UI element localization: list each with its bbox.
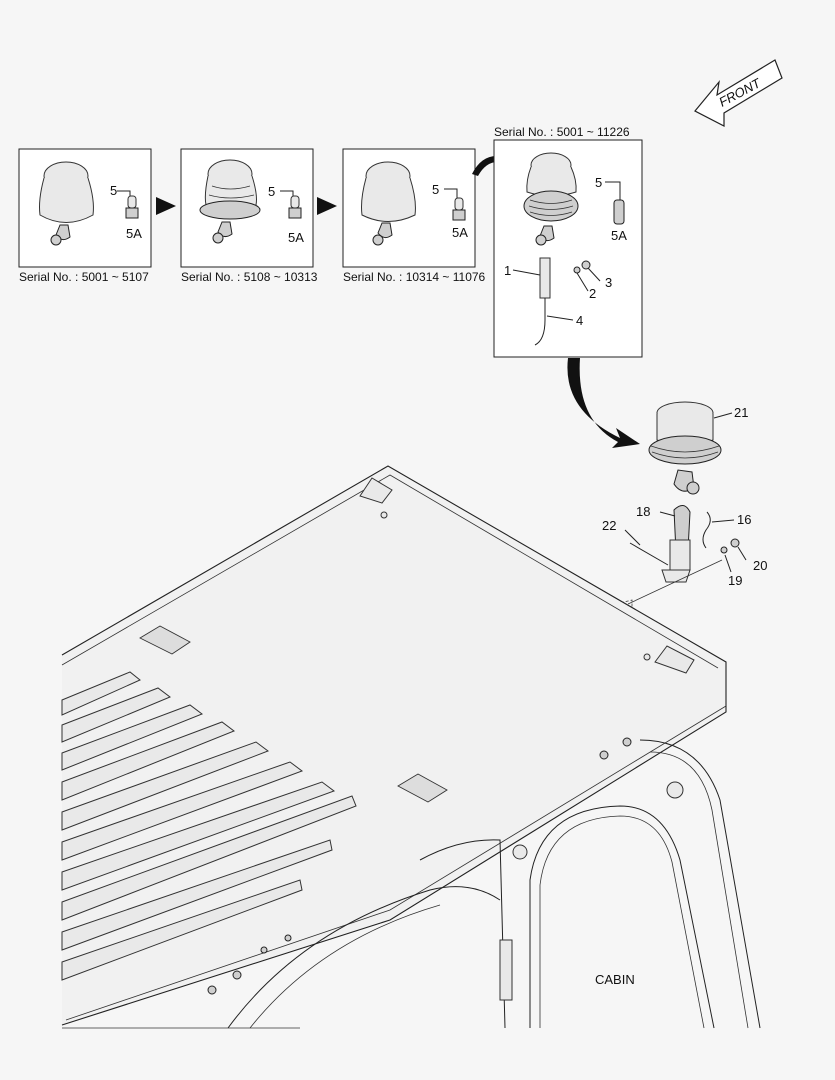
callout-5a: 5A	[452, 225, 468, 240]
cabin-frame	[62, 739, 761, 1029]
washer-icon	[720, 546, 728, 554]
callout-16: 16	[737, 512, 751, 527]
panel-1: 5 5A Serial No. : 5001 ~ 5107	[18, 148, 152, 284]
main-beacon-assembly	[629, 401, 740, 583]
bulb-icon-3	[444, 188, 466, 221]
callout-5a: 5A	[288, 230, 304, 245]
callout-5a: 5A	[611, 228, 627, 243]
cabin-label: CABIN	[595, 972, 635, 987]
callout-20: 20	[753, 558, 767, 573]
panel-2: 5 5A Serial No. : 5108 ~ 10313	[180, 148, 318, 284]
cabin-roof	[61, 465, 727, 1026]
beacon-lamp-3	[361, 161, 416, 246]
beacon-lamp-2	[199, 159, 261, 244]
serial-label: Serial No. : 10314 ~ 11076	[343, 270, 486, 284]
callout-5: 5	[432, 182, 439, 197]
callout-4: 4	[576, 313, 583, 328]
roof-bolts	[207, 737, 684, 995]
roof-recess	[139, 625, 191, 655]
serial-label: Serial No. : 5001 ~ 11226	[494, 125, 630, 139]
bolt-icon	[730, 538, 740, 548]
callout-1: 1	[504, 263, 511, 278]
beacon-lamp-1	[39, 161, 94, 246]
bulb-icon-1	[117, 190, 139, 219]
curved-arrow-icon	[567, 358, 640, 448]
bulb-icon-2	[280, 190, 302, 219]
callout-19: 19	[728, 573, 742, 588]
sequence-arrow-icon	[156, 197, 176, 215]
serial-label: Serial No. : 5001 ~ 5107	[19, 270, 149, 284]
callout-5a: 5A	[126, 226, 142, 241]
washer-icon	[573, 266, 581, 274]
callout-2: 2	[589, 286, 596, 301]
callout-5: 5	[595, 175, 602, 190]
callout-18: 18	[636, 504, 650, 519]
callout-21: 21	[734, 405, 748, 420]
callout-5: 5	[268, 184, 275, 199]
bulb-icon-4	[605, 181, 625, 225]
front-arrow: FRONT	[694, 59, 783, 127]
roof-bracket	[643, 645, 695, 674]
sequence-arrow-icon	[317, 197, 337, 215]
roof-bracket	[359, 477, 393, 519]
panel-3: 5 5A Serial No. : 10314 ~ 11076	[342, 148, 486, 284]
roof-recess	[397, 773, 448, 803]
callout-22: 22	[602, 518, 616, 533]
callout-5: 5	[110, 183, 117, 198]
callout-3: 3	[605, 275, 612, 290]
bolt-icon	[581, 260, 591, 270]
beacon-lamp-4	[523, 152, 579, 346]
door-hinge	[499, 939, 513, 1001]
roof-grille	[61, 671, 357, 981]
panel-4: Serial No. : 5001 ~ 11226 5 5A 1 2 3 4	[493, 125, 643, 358]
serial-label: Serial No. : 5108 ~ 10313	[181, 270, 318, 284]
